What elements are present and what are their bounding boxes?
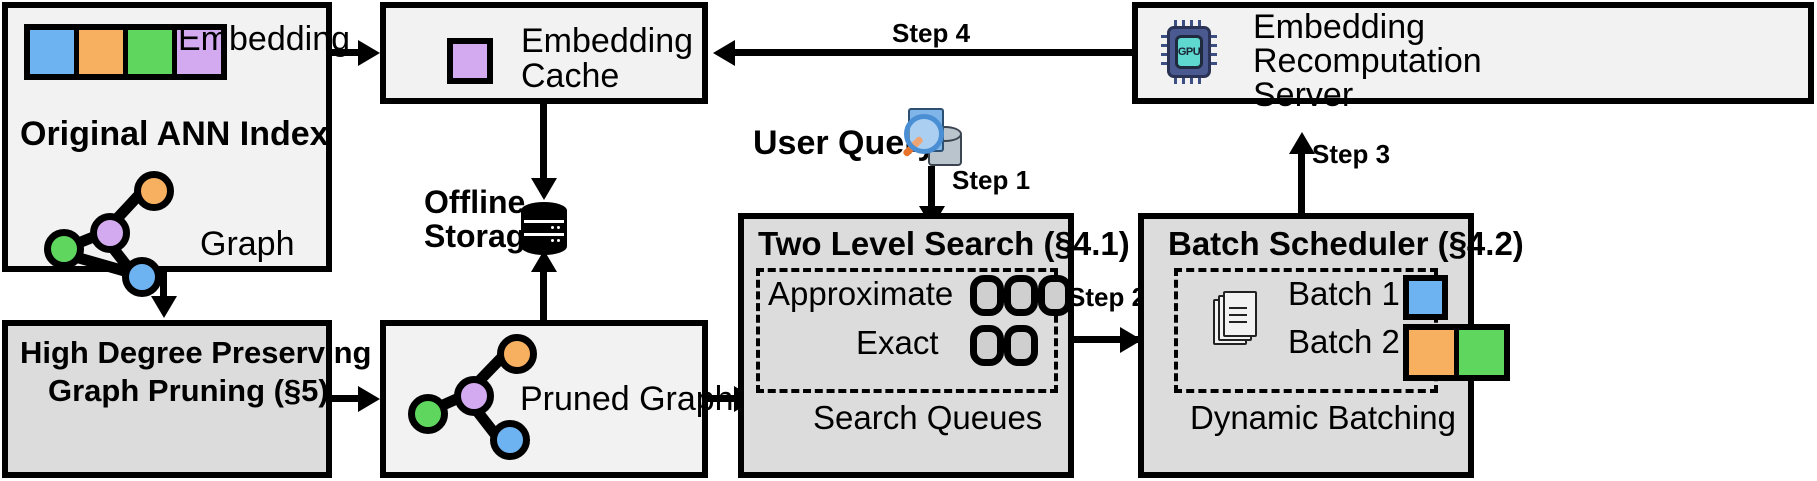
pruned-graph: [398, 332, 558, 460]
graph-pruning-line2: Graph Pruning (§5): [48, 373, 329, 408]
pruned-node-green: [408, 394, 448, 434]
documents-icon: [1213, 291, 1261, 347]
original-ann-index-title: Original ANN Index: [20, 115, 329, 153]
pruned-graph-box: [380, 320, 708, 478]
graph-pruning-line1: High Degree Preserving: [20, 335, 372, 370]
graph-node-purple: [90, 213, 130, 253]
arrow-prunedgraph-to-storage-line: [540, 270, 547, 320]
pruned-graph-label: Pruned Graph: [520, 380, 734, 418]
search-queues-footer: Search Queues: [813, 399, 1043, 436]
exact-slot: [970, 325, 1004, 366]
embedding-cell-green: [128, 30, 177, 74]
arrow-prunedgraph-to-storage-head: [531, 250, 557, 272]
arrow-pruning-to-prunedgraph-head: [358, 386, 380, 412]
approximate-slot: [1038, 275, 1072, 316]
batch-2-item-green: [1459, 330, 1504, 375]
two-level-search-title: Two Level Search (§4.1): [758, 225, 1130, 262]
graph-node-green: [44, 229, 84, 269]
approximate-row-label: Approximate: [768, 275, 954, 312]
arrow-step4-line: [735, 49, 1135, 56]
batch-2-label: Batch 2: [1288, 323, 1400, 360]
step2-label: Step 2: [1068, 282, 1147, 312]
recomputation-server-box: [1132, 2, 1814, 104]
step4-label: Step 4: [892, 18, 971, 48]
pruned-node-orange: [497, 334, 537, 374]
approximate-slot: [1004, 275, 1038, 316]
recomputation-server-line3: Server: [1253, 76, 1354, 114]
embedding-cell-orange: [79, 30, 128, 74]
recomputation-server-line2: Recomputation: [1253, 42, 1482, 80]
arrow-step4-head: [713, 40, 735, 66]
arrow-step3-line: [1298, 152, 1305, 214]
arrow-pruning-to-prunedgraph-line: [332, 395, 360, 402]
original-graph: [30, 165, 210, 297]
batch-2-item-orange: [1409, 330, 1459, 375]
search-queues-dashed-region: [756, 268, 1058, 393]
embedding-cell-purple: [177, 30, 221, 74]
pruned-node-blue: [490, 420, 530, 460]
exact-row-label: Exact: [856, 324, 939, 361]
graph-node-orange: [134, 171, 174, 211]
arrow-index-to-cache-head: [358, 40, 380, 66]
exact-slot: [1004, 325, 1038, 366]
approximate-slot: [970, 275, 1004, 316]
embedding-strip: [24, 24, 227, 80]
offline-storage-label-line1: Offline: [424, 184, 526, 220]
gpu-chip-icon: GPU: [1161, 20, 1217, 84]
arrow-step3-head: [1289, 132, 1315, 154]
user-query-icon: [898, 104, 962, 166]
batch-1-label: Batch 1: [1288, 275, 1400, 312]
embedding-cache-box: [380, 2, 708, 104]
embedding-cache-swatch: [447, 38, 493, 84]
graph-label: Graph: [200, 225, 295, 263]
embedding-cell-blue: [30, 30, 79, 74]
offline-storage-database-icon: [521, 202, 567, 255]
step1-label: Step 1: [952, 165, 1031, 195]
embedding-cache-label-line2: Cache: [521, 57, 620, 95]
arrow-index-to-pruning-line: [160, 272, 167, 298]
arrow-step2-line: [1074, 336, 1138, 343]
batch-scheduler-title: Batch Scheduler (§4.2): [1168, 225, 1524, 262]
embedding-label: Embedding: [178, 20, 351, 58]
arrow-index-to-pruning-head: [151, 296, 177, 318]
dynamic-batching-footer: Dynamic Batching: [1190, 399, 1456, 436]
gpu-chip-label: GPU: [1175, 35, 1203, 69]
embedding-cache-label-line1: Embedding: [521, 22, 694, 60]
graph-node-blue: [122, 257, 162, 297]
step3-label: Step 3: [1312, 139, 1391, 169]
recomputation-server-line1: Embedding: [1253, 8, 1426, 46]
batch-1-item-blue: [1403, 275, 1448, 320]
pruned-node-purple: [454, 376, 494, 416]
graph-pruning-box: [2, 320, 332, 478]
batch-2-items: [1403, 324, 1510, 381]
arrow-step2-head: [1120, 327, 1142, 353]
arrow-step1-line: [928, 166, 935, 208]
arrow-cache-to-storage-head: [531, 178, 557, 200]
arrow-cache-to-storage-line: [540, 104, 547, 180]
arrow-index-to-cache-line: [332, 49, 360, 56]
arrow-prunedgraph-to-search-line: [708, 395, 736, 402]
